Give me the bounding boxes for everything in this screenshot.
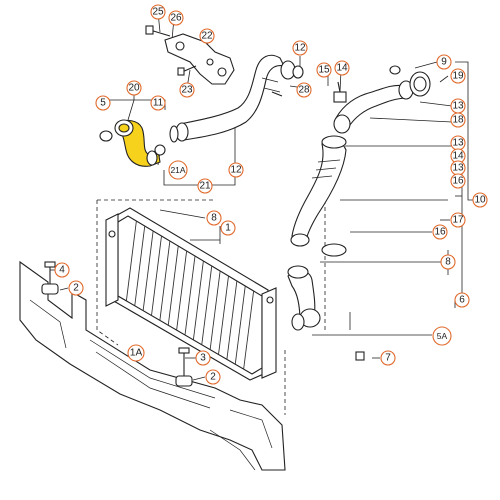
- front-carrier-1A: [19, 260, 286, 471]
- svg-text:4: 4: [59, 265, 65, 276]
- intercooler-radiator-1: [105, 207, 277, 381]
- callout-13: 13: [450, 135, 466, 151]
- callout-3: 3: [195, 350, 211, 366]
- callout-15: 15: [316, 62, 332, 78]
- callout-19: 19: [450, 68, 466, 84]
- radiator-fin: [243, 290, 255, 370]
- callout-26: 26: [168, 10, 184, 26]
- callout-8: 8: [440, 254, 456, 270]
- charge-pipe-21: [169, 54, 304, 143]
- svg-text:7: 7: [385, 353, 391, 364]
- svg-text:15: 15: [318, 65, 330, 76]
- radiator-fin: [142, 230, 154, 311]
- svg-text:13: 13: [452, 138, 464, 149]
- radiator-fin: [151, 235, 162, 316]
- svg-text:20: 20: [128, 83, 140, 94]
- radiator-fin: [209, 270, 221, 350]
- callout-21: 21: [197, 178, 213, 194]
- highlighted-hose-20: [99, 119, 166, 167]
- svg-text:3: 3: [200, 353, 206, 364]
- svg-text:8: 8: [445, 257, 451, 268]
- svg-text:14: 14: [336, 63, 348, 74]
- callout-1: 1: [220, 220, 236, 236]
- svg-text:9: 9: [441, 57, 447, 68]
- svg-text:28: 28: [298, 85, 310, 96]
- callout-14: 14: [450, 148, 466, 164]
- radiator-fin: [176, 250, 188, 331]
- svg-text:12: 12: [230, 165, 242, 176]
- radiator-fin: [125, 220, 137, 301]
- callout-10: 10: [472, 192, 488, 208]
- svg-text:11: 11: [153, 98, 164, 109]
- svg-text:18: 18: [452, 115, 464, 126]
- radiator-fin: [184, 255, 196, 336]
- callout-5A: 5A: [432, 326, 452, 346]
- svg-text:22: 22: [201, 31, 213, 42]
- dashed-reference-lines: [96, 199, 326, 415]
- callout-22: 22: [199, 28, 215, 44]
- svg-text:1: 1: [225, 223, 231, 234]
- callout-4: 4: [54, 262, 70, 278]
- callout-7: 7: [380, 350, 396, 366]
- svg-text:25: 25: [152, 7, 164, 18]
- callout-5: 5: [95, 95, 111, 111]
- svg-text:16: 16: [452, 176, 464, 187]
- callout-layer: 25 26 22 23 12 28 15 14 9 19 13 18 20 5 …: [54, 4, 488, 385]
- callout-20: 20: [126, 80, 142, 96]
- callout-11: 11: [150, 95, 166, 111]
- radiator-fin: [234, 285, 246, 365]
- svg-text:2: 2: [73, 283, 79, 294]
- radiator-fin: [218, 275, 229, 355]
- svg-text:26: 26: [170, 13, 182, 24]
- radiator-fin: [201, 265, 213, 345]
- svg-text:21A: 21A: [170, 165, 185, 175]
- callout-17: 17: [450, 212, 466, 228]
- callout-28: 28: [296, 82, 312, 98]
- callout-13: 13: [450, 160, 466, 176]
- svg-text:13: 13: [452, 163, 464, 174]
- callout-25: 25: [150, 4, 166, 20]
- mounting-bracket-22: [145, 25, 235, 85]
- callout-1A: 1A: [127, 344, 145, 362]
- svg-text:6: 6: [459, 295, 465, 306]
- callout-9: 9: [436, 54, 452, 70]
- callout-14: 14: [334, 60, 350, 76]
- svg-text:14: 14: [452, 151, 464, 162]
- svg-text:8: 8: [211, 213, 217, 224]
- svg-text:5: 5: [100, 98, 106, 109]
- radiator-fin: [134, 225, 146, 306]
- radiator-fin: [167, 245, 179, 326]
- callout-2: 2: [68, 280, 84, 296]
- callout-12: 12: [228, 162, 244, 178]
- callout-6: 6: [454, 292, 470, 308]
- svg-text:17: 17: [452, 215, 464, 226]
- radiator-fin: [159, 240, 171, 321]
- callout-23: 23: [179, 82, 195, 98]
- svg-text:16: 16: [434, 227, 446, 238]
- callout-21A: 21A: [168, 160, 188, 180]
- charge-hose-17: [290, 135, 347, 257]
- svg-text:5A: 5A: [437, 331, 448, 341]
- callout-13: 13: [450, 98, 466, 114]
- radiator-fin: [226, 280, 238, 360]
- charge-elbow-18: [333, 65, 431, 134]
- callout-18: 18: [450, 112, 466, 128]
- callout-16: 16: [450, 173, 466, 189]
- svg-text:12: 12: [294, 43, 306, 54]
- svg-text:23: 23: [181, 85, 193, 96]
- callout-12: 12: [292, 40, 308, 56]
- charge-pipe-6: [287, 265, 365, 361]
- svg-text:1A: 1A: [130, 348, 143, 359]
- svg-text:21: 21: [199, 181, 211, 192]
- svg-text:13: 13: [452, 101, 464, 112]
- callout-8: 8: [206, 210, 222, 226]
- radiator-fin: [192, 260, 204, 340]
- svg-text:2: 2: [210, 372, 216, 383]
- callout-2: 2: [205, 369, 221, 385]
- svg-text:10: 10: [474, 195, 486, 206]
- svg-text:19: 19: [452, 71, 464, 82]
- callout-16: 16: [432, 224, 448, 240]
